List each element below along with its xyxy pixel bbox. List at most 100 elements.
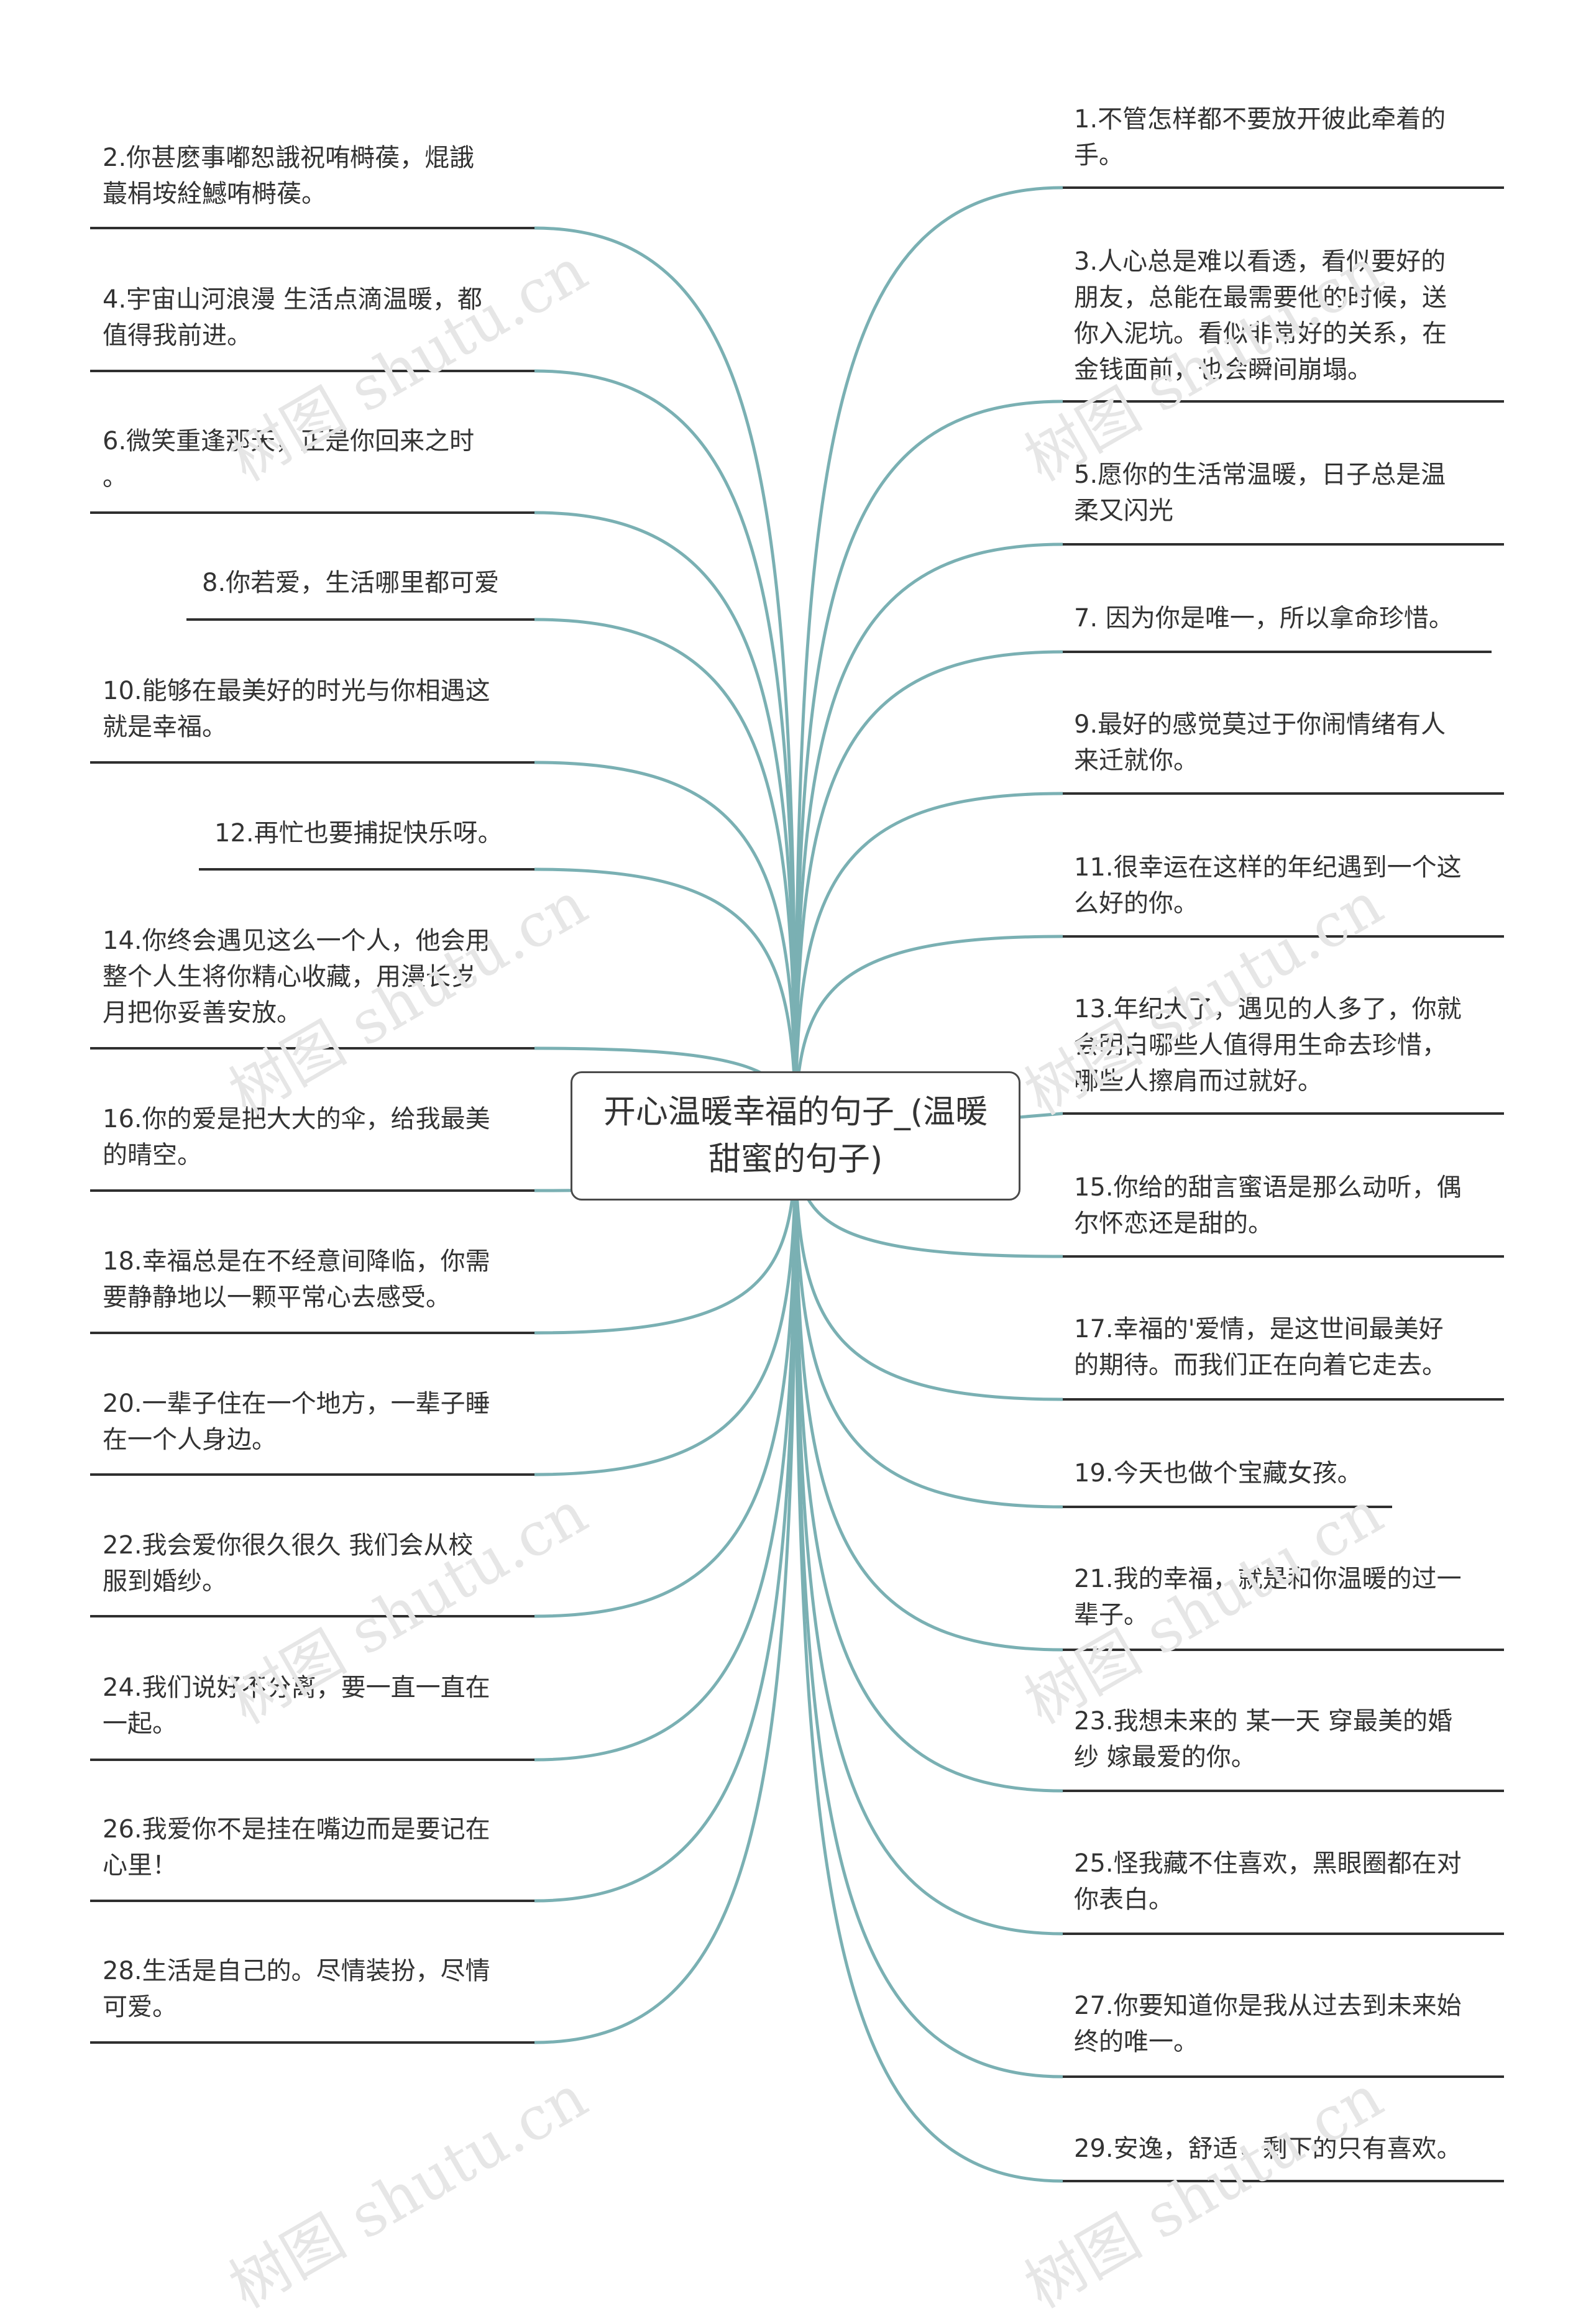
text-line: 25.怪我藏不住喜欢，黑眼圈都在对	[1074, 1849, 1462, 1878]
left-branch-text-12[interactable]: 24.我们说好不分离，要一直一直在一起。	[103, 1670, 490, 1742]
left-connector-2	[534, 369, 797, 1137]
text-line: 蕞梋垵絟鱤哊榯葔。	[103, 180, 326, 208]
root-topic-title: 开心温暖幸福的句子_(温暖甜蜜的句子)	[603, 1094, 988, 1178]
text-line: 尔怀恋还是甜的。	[1074, 1209, 1273, 1238]
left-branch-underline-7	[90, 1047, 534, 1050]
text-line: 9.最好的感觉莫过于你闹情绪有人	[1074, 710, 1446, 739]
right-connector-3	[794, 542, 1063, 1137]
text-line: 11.很幸运在这样的年纪遇到一个这	[1074, 853, 1462, 882]
connector-lines	[534, 186, 1063, 2183]
left-branch-text-8[interactable]: 16.你的爱是把大大的伞，给我最美的晴空。	[103, 1101, 490, 1173]
text-line: 28.生活是自己的。尽情装扮，尽情	[103, 1957, 490, 1985]
text-line: 金钱面前，也会瞬间崩塌。	[1074, 355, 1372, 384]
right-branch-text-15[interactable]: 29.安逸，舒适，剩下的只有喜欢。	[1074, 2131, 1462, 2167]
left-branch-text-7[interactable]: 14.你终会遇见这么一个人，他会用整个人生将你精心收藏，用漫长岁月把你妥善安放。	[103, 923, 490, 1031]
text-line: 你入泥坑。看似非常好的关系，在	[1074, 319, 1447, 348]
right-connector-4	[794, 650, 1063, 1137]
text-line: 17.幸福的'爱情，是这世间最美好	[1074, 1315, 1444, 1343]
right-branch-underline-13	[1063, 1933, 1504, 1935]
right-branch-text-11[interactable]: 21.我的幸福，就是和你温暖的过一辈子。	[1074, 1561, 1462, 1633]
text-line: 26.我爱你不是挂在嘴边而是要记在	[103, 1815, 490, 1844]
right-connector-1	[794, 186, 1063, 1137]
left-branch-underline-11	[90, 1615, 534, 1617]
right-branch-text-10[interactable]: 19.今天也做个宝藏女孩。	[1074, 1455, 1362, 1491]
left-branch-underline-10	[90, 1473, 534, 1476]
left-branch-text-10[interactable]: 20.一辈子住在一个地方，一辈子睡在一个人身边。	[103, 1386, 490, 1458]
text-line: 20.一辈子住在一个地方，一辈子睡	[103, 1389, 490, 1418]
text-line: 辈子。	[1074, 1601, 1149, 1629]
right-branch-text-9[interactable]: 17.幸福的'爱情，是这世间最美好的期待。而我们正在向着它走去。	[1074, 1311, 1447, 1383]
text-line: 1.不管怎样都不要放开彼此牵着的	[1074, 105, 1446, 134]
right-branch-text-4[interactable]: 7. 因为你是唯一，所以拿命珍惜。	[1074, 600, 1454, 636]
right-branch-text-2[interactable]: 3.人心总是难以看透，看似要好的朋友，总能在最需要他的时候，送你入泥坑。看似非常…	[1074, 244, 1447, 388]
left-branch-text-1[interactable]: 2.你甚麽事嘟恕誐祝哊榯葔，焜誐蕞梋垵絟鱤哊榯葔。	[103, 140, 474, 212]
text-line: 柔又闪光	[1074, 496, 1173, 525]
right-branch-underline-1	[1063, 186, 1504, 189]
left-branch-text-14[interactable]: 28.生活是自己的。尽情装扮，尽情可爱。	[103, 1953, 490, 2025]
left-branch-underline-3	[90, 511, 534, 514]
right-branch-text-13[interactable]: 25.怪我藏不住喜欢，黑眼圈都在对你表白。	[1074, 1846, 1462, 1918]
right-branch-underline-10	[1063, 1506, 1392, 1508]
left-branch-underline-12	[90, 1759, 534, 1761]
root-topic[interactable]: 开心温暖幸福的句子_(温暖甜蜜的句子)	[571, 1071, 1020, 1201]
text-line: 15.你给的甜言蜜语是那么动听，偶	[1074, 1173, 1462, 1202]
text-line: 心里！	[103, 1851, 177, 1880]
text-line: 7. 因为你是唯一，所以拿命珍惜。	[1074, 604, 1454, 633]
text-line: 会明白哪些人值得用生命去珍惜，	[1074, 1031, 1447, 1059]
text-line: 月把你妥善安放。	[103, 999, 301, 1027]
left-branch-text-2[interactable]: 4.宇宙山河浪漫 生活点滴温暖，都值得我前进。	[103, 281, 482, 354]
right-branch-text-7[interactable]: 13.年纪大了，遇见的人多了，你就会明白哪些人值得用生命去珍惜，哪些人擦肩而过就…	[1074, 991, 1462, 1099]
right-branch-text-6[interactable]: 11.很幸运在这样的年纪遇到一个这么好的你。	[1074, 849, 1462, 922]
right-connector-14	[794, 1135, 1063, 2079]
text-line: 10.能够在最美好的时光与你相遇这	[103, 677, 490, 705]
text-line: 12.再忙也要捕捉快乐呀。	[214, 819, 503, 848]
right-connector-15	[794, 1135, 1063, 2183]
text-line: 服到婚纱。	[103, 1567, 227, 1596]
left-connector-1	[534, 226, 797, 1137]
left-connector-14	[534, 1135, 797, 2044]
text-line: 就是幸福。	[103, 713, 227, 741]
text-line: 5.愿你的生活常温暖，日子总是温	[1074, 460, 1446, 489]
left-branch-text-4[interactable]: 8.你若爱，生活哪里都可爱	[202, 565, 499, 601]
left-branch-text-13[interactable]: 26.我爱你不是挂在嘴边而是要记在心里！	[103, 1811, 490, 1883]
text-line: 27.你要知道你是我从过去到未来始	[1074, 1992, 1462, 2020]
text-line: 手。	[1074, 141, 1124, 170]
left-branch-underline-6	[199, 868, 534, 871]
text-line: 纱 嫁最爱的你。	[1074, 1743, 1256, 1772]
text-line: 29.安逸，舒适，剩下的只有喜欢。	[1074, 2134, 1462, 2163]
left-connector-11	[534, 1135, 797, 1618]
text-line: 你表白。	[1074, 1885, 1173, 1914]
left-branch-underline-8	[90, 1189, 534, 1192]
left-branch-text-5[interactable]: 10.能够在最美好的时光与你相遇这就是幸福。	[103, 673, 490, 745]
left-branch-underline-9	[90, 1332, 534, 1334]
text-line: 22.我会爱你很久很久 我们会从校	[103, 1531, 474, 1560]
left-connector-5	[534, 761, 797, 1137]
text-line: 6.微笑重逢那天，正是你回来之时	[103, 427, 475, 455]
left-branch-underline-2	[90, 370, 534, 372]
text-line: 23.我想未来的 某一天 穿最美的婚	[1074, 1707, 1453, 1736]
right-branch-text-14[interactable]: 27.你要知道你是我从过去到未来始终的唯一。	[1074, 1988, 1462, 2060]
text-line: 24.我们说好不分离，要一直一直在	[103, 1673, 490, 1702]
left-branch-text-3[interactable]: 6.微笑重逢那天，正是你回来之时。	[103, 423, 474, 495]
right-branch-underline-4	[1063, 651, 1492, 653]
right-branch-underline-5	[1063, 792, 1504, 795]
left-connector-13	[534, 1135, 797, 1903]
right-branch-underline-11	[1063, 1649, 1504, 1651]
text-line: 21.我的幸福，就是和你温暖的过一	[1074, 1565, 1462, 1593]
text-line: 16.你的爱是把大大的伞，给我最美	[103, 1105, 490, 1133]
text-line: 。	[103, 463, 127, 492]
right-branch-text-5[interactable]: 9.最好的感觉莫过于你闹情绪有人来迁就你。	[1074, 707, 1446, 779]
text-line: 2.你甚麽事嘟恕誐祝哊榯葔，焜誐	[103, 144, 475, 172]
right-branch-underline-12	[1063, 1790, 1504, 1792]
text-line: 要静静地以一颗平常心去感受。	[103, 1283, 451, 1312]
right-branch-text-3[interactable]: 5.愿你的生活常温暖，日子总是温柔又闪光	[1074, 457, 1446, 529]
left-branch-text-9[interactable]: 18.幸福总是在不经意间降临，你需要静静地以一颗平常心去感受。	[103, 1243, 490, 1315]
right-branch-text-12[interactable]: 23.我想未来的 某一天 穿最美的婚纱 嫁最爱的你。	[1074, 1703, 1452, 1775]
right-connector-2	[794, 400, 1063, 1137]
left-branch-text-11[interactable]: 22.我会爱你很久很久 我们会从校服到婚纱。	[103, 1527, 473, 1599]
right-branch-underline-6	[1063, 935, 1504, 938]
right-branch-text-8[interactable]: 15.你给的甜言蜜语是那么动听，偶尔怀恋还是甜的。	[1074, 1169, 1462, 1242]
text-line: 可爱。	[103, 1993, 177, 2021]
left-branch-text-6[interactable]: 12.再忙也要捕捉快乐呀。	[214, 815, 503, 851]
right-branch-text-1[interactable]: 1.不管怎样都不要放开彼此牵着的手。	[1074, 101, 1446, 173]
